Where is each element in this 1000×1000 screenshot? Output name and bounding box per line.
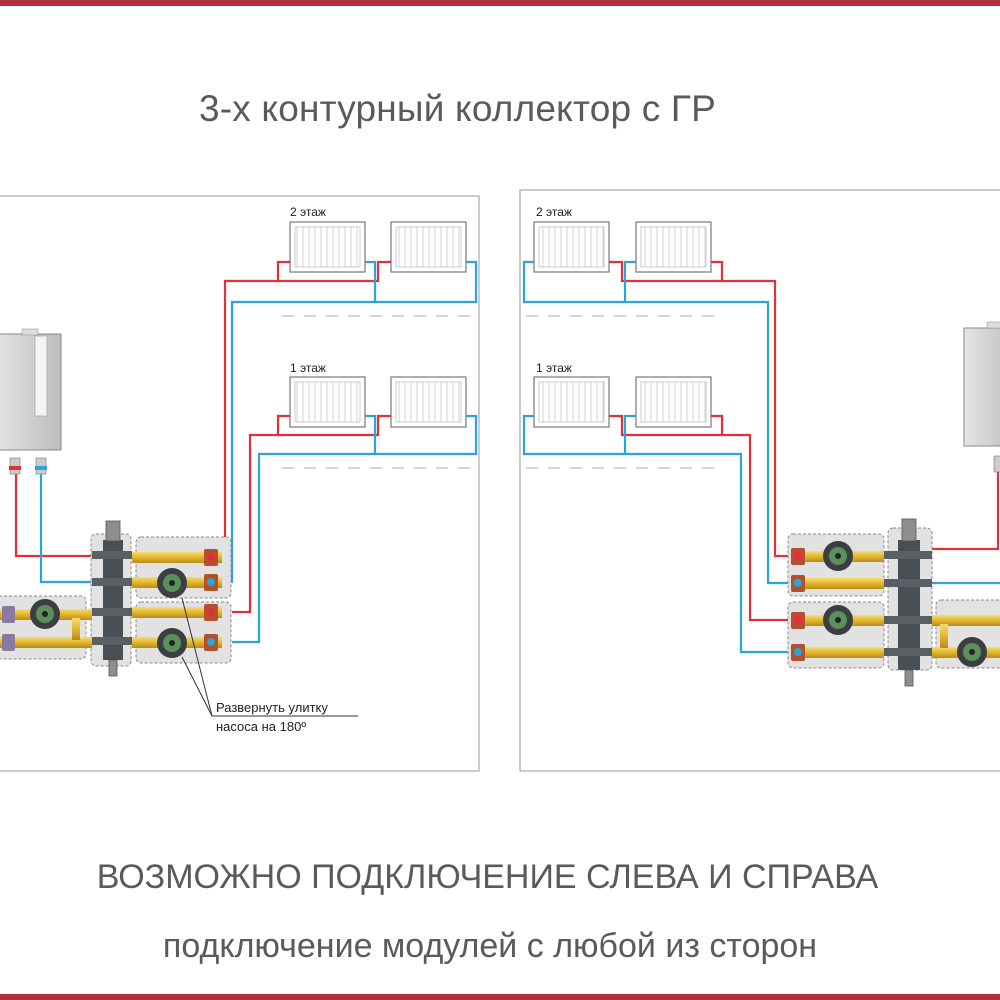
- ball-valve: [791, 644, 805, 661]
- ball-valve: [204, 604, 218, 621]
- ball-valve: [791, 612, 805, 629]
- ball-valve: [204, 574, 218, 591]
- radiator: [289, 221, 366, 273]
- circulation-pump: [957, 637, 987, 667]
- floor-2-pipes: [522, 260, 788, 585]
- ball-valve: [204, 634, 218, 651]
- floor-2-label: 2 этаж: [536, 205, 572, 219]
- left-panel: 2 этаж 1 этаж: [0, 195, 480, 772]
- floor-1-label: 1 этаж: [290, 361, 326, 375]
- page-title: 3-х контурный коллектор с ГР: [198, 88, 717, 129]
- radiator: [390, 376, 467, 428]
- radiator: [289, 376, 366, 428]
- ball-valve: [791, 548, 805, 565]
- boiler-return-pipe: [39, 474, 97, 584]
- radiator: [635, 376, 712, 428]
- radiator: [533, 376, 610, 428]
- floor-2-pipes: [223, 260, 478, 583]
- floor-1-pipes: [522, 414, 788, 654]
- ball-valve: [2, 634, 15, 651]
- ball-valve: [791, 575, 805, 592]
- brass-pipe: [132, 607, 222, 618]
- circulation-pump: [157, 568, 187, 598]
- radiator: [390, 221, 467, 273]
- caption-module-connection: подключение модулей с любой из сторон: [162, 927, 818, 965]
- circulation-pump: [823, 605, 853, 635]
- circulation-pump: [157, 628, 187, 658]
- annotation-leader: [181, 656, 213, 717]
- boiler-supply-pipe: [930, 472, 1000, 551]
- brass-pipe: [932, 615, 1000, 626]
- bypass-pipe: [72, 618, 80, 640]
- left-panel-frame: [0, 195, 480, 772]
- bottom-accent-bar: [0, 994, 1000, 1000]
- circulation-pump: [823, 541, 853, 571]
- floor-1-pipes: [232, 414, 478, 644]
- hydraulic-collector: [884, 518, 932, 687]
- hydraulic-collector: [92, 520, 132, 677]
- circulation-pump: [30, 599, 60, 629]
- floor-1-label: 1 этаж: [536, 361, 572, 375]
- floor-2-label: 2 этаж: [290, 205, 326, 219]
- bypass-pipe: [940, 624, 948, 648]
- pump-note-line1: Развернуть улитку: [216, 700, 328, 715]
- brass-pipe: [132, 552, 222, 563]
- brass-pipe: [0, 637, 92, 648]
- caption-connection-sides: ВОЗМОЖНО ПОДКЛЮЧЕНИЕ СЛЕВА И СПРАВА: [96, 858, 879, 896]
- brass-pipe: [796, 578, 884, 589]
- boiler: [963, 321, 1000, 473]
- top-accent-bar: [0, 0, 1000, 6]
- right-panel-frame: [519, 189, 1000, 772]
- brass-pipe: [796, 647, 884, 658]
- boiler: [0, 328, 62, 475]
- ball-valve: [2, 606, 15, 623]
- pump-note-line2: насоса на 180º: [216, 719, 306, 734]
- ball-valve: [204, 549, 218, 566]
- right-panel: 2 этаж 1 этаж: [519, 189, 1000, 772]
- boiler-supply-pipe: [14, 474, 97, 558]
- radiator: [635, 221, 712, 273]
- radiator: [533, 221, 610, 273]
